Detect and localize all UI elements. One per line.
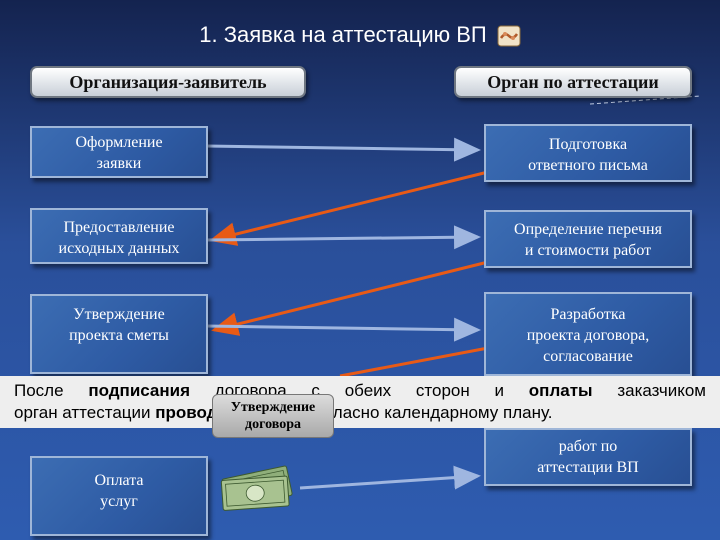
step-line: услуг bbox=[100, 493, 138, 510]
step-line: Определение перечня bbox=[514, 221, 662, 238]
arrow-letter-to-data bbox=[209, 170, 489, 246]
step-draft-contract: Разработка проекта договора, согласовани… bbox=[484, 292, 692, 376]
arrow-cost-to-estimate bbox=[211, 260, 489, 336]
arrow-payment-to-right bbox=[299, 465, 481, 490]
money-icon bbox=[218, 462, 298, 512]
step-line: Предоставление bbox=[63, 219, 175, 236]
step-line: Утверждение bbox=[73, 306, 165, 323]
handshake-icon bbox=[497, 25, 521, 47]
step-line: заявки bbox=[96, 155, 142, 172]
step-line: работ по bbox=[558, 438, 618, 455]
stamp-line: договора bbox=[245, 417, 301, 432]
note-banner: После подписания договора с обеих сторон… bbox=[0, 376, 720, 428]
step-line: исходных данных bbox=[58, 240, 180, 257]
header-applicant: Организация-заявитель bbox=[30, 66, 306, 98]
stamp-line: Утверждение bbox=[230, 400, 316, 415]
contract-approval-label: Утверждение договора bbox=[212, 394, 334, 438]
arrow-estimate-to-contract bbox=[205, 317, 481, 342]
note-line-1: После подписания договора с обеих сторон… bbox=[14, 381, 706, 400]
header-certification-body: Орган по аттестации bbox=[454, 66, 692, 98]
arrow-request-to-letter bbox=[205, 137, 481, 162]
step-line: Оформление bbox=[75, 134, 163, 151]
step-line: Оплата bbox=[94, 472, 144, 489]
step-line: Разработка bbox=[550, 306, 626, 323]
step-line: Подготовка bbox=[548, 136, 628, 153]
step-certification-works: работ по аттестации ВП bbox=[484, 428, 692, 486]
page-title: 1. Заявка на аттестацию ВП bbox=[0, 22, 720, 48]
page-title-text: 1. Заявка на аттестацию ВП bbox=[199, 22, 487, 47]
arrow-data-to-cost bbox=[205, 225, 481, 250]
note-line-2: орган аттестации проводит работы согласн… bbox=[14, 403, 553, 422]
step-line: ответного письма bbox=[528, 157, 648, 174]
step-request-form: Оформление заявки bbox=[30, 126, 208, 178]
step-define-scope: Определение перечня и стоимости работ bbox=[484, 210, 692, 268]
step-payment: Оплата услуг bbox=[30, 456, 208, 536]
step-line: проекта сметы bbox=[69, 327, 169, 344]
step-approve-estimate: Утверждение проекта сметы bbox=[30, 294, 208, 374]
step-line: и стоимости работ bbox=[524, 242, 652, 259]
step-reply-letter: Подготовка ответного письма bbox=[484, 124, 692, 182]
step-provide-data: Предоставление исходных данных bbox=[30, 208, 208, 264]
arrow-contract-to-left bbox=[339, 346, 489, 378]
step-line: аттестации ВП bbox=[537, 459, 639, 476]
step-line: согласование bbox=[543, 348, 633, 365]
step-line: проекта договора, bbox=[526, 327, 650, 344]
